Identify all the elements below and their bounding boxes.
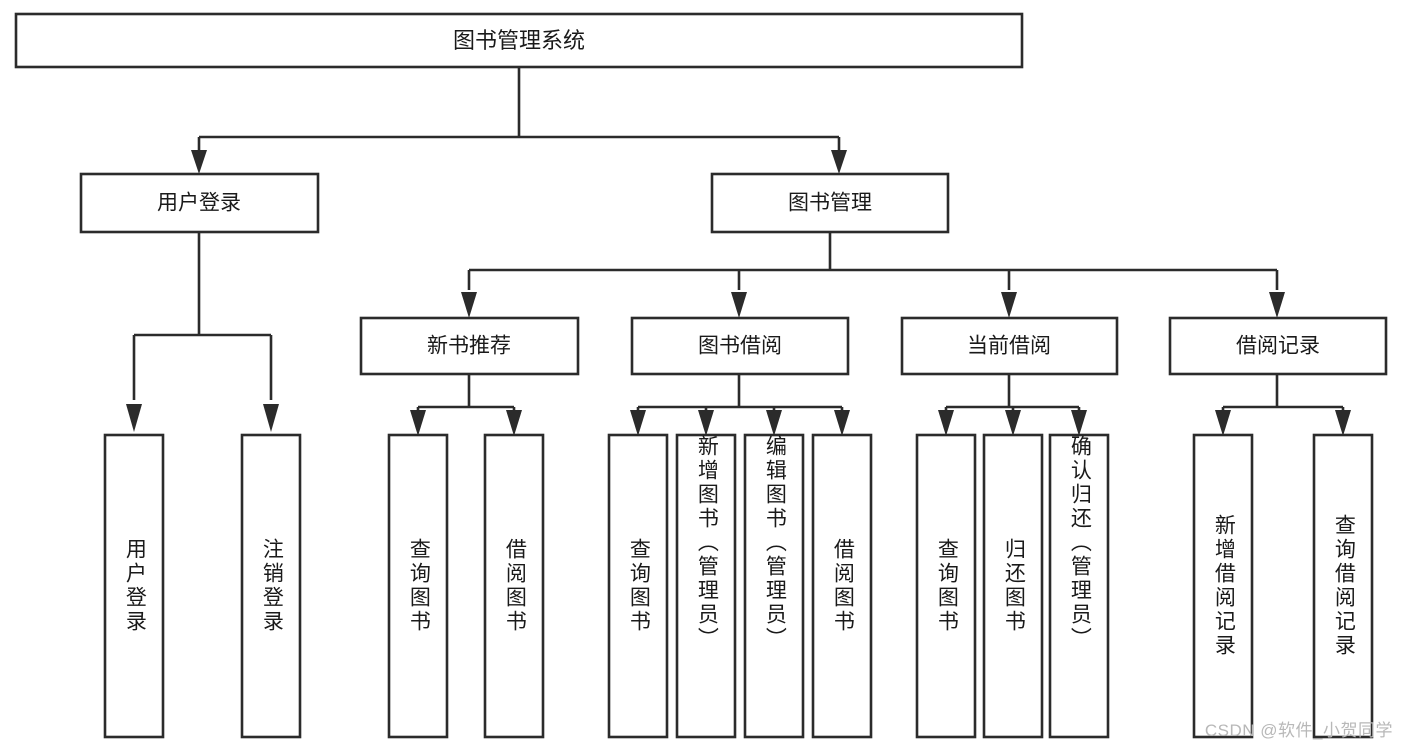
node-borrow-record[interactable]: 借阅记录 [1168,316,1388,376]
arrowhead-leaf-user-login-1 [263,404,279,432]
node-book-borrow-box[interactable] [630,316,850,376]
connector-new-book-trunk [416,374,516,414]
node-current-borrow-label: 当前借阅 [967,335,1051,358]
node-new-book-recommend[interactable]: 新书推荐 [359,316,580,376]
node-user-login[interactable]: 用户登录 [79,172,320,234]
arrowhead-leaf-current-borrow-2 [1071,410,1087,436]
connector-current-borrow-trunk [944,374,1081,414]
node-borrow-record-box[interactable] [1168,316,1388,376]
node-borrow-record-label: 借阅记录 [1236,335,1320,358]
csdn-watermark: CSDN @软件_小贺同学 [1204,721,1393,740]
leaf-box-current-borrow-2[interactable] [1048,433,1110,739]
connector-root-trunk [197,67,841,162]
connector-borrow-record-trunk [1221,374,1345,414]
arrowhead-leaf-current-borrow-0 [938,410,954,436]
leaf-box-book-borrow-2[interactable] [743,433,805,739]
node-current-borrow-box[interactable] [900,316,1119,376]
leaf-box-new-book-1[interactable] [483,433,545,739]
arrowhead-leaf-new-book-0 [410,410,426,436]
leaf-box-new-book-0[interactable] [387,433,449,739]
arrowhead-leaf-current-borrow-1 [1005,410,1021,436]
arrowhead-leaf-borrow-record-0 [1215,410,1231,436]
arrowhead-leaf-book-borrow-2 [766,410,782,436]
node-new-book-recommend-box[interactable] [359,316,580,376]
arrowhead-to-book-manage [831,150,847,174]
leaf-box-book-borrow-3[interactable] [811,433,873,739]
arrowhead-leaf-book-borrow-1 [698,410,714,436]
connector-book-borrow-trunk [636,374,844,414]
leaf-box-user-login-0[interactable] [103,433,165,739]
arrowhead-leaf-borrow-record-1 [1335,410,1351,436]
arrowhead-to-current-borrow [1001,292,1017,318]
connector-layer [126,67,1351,436]
arrowhead-to-new-book [461,292,477,318]
leaf-box-user-login-1[interactable] [240,433,302,739]
arrowhead-leaf-new-book-1 [506,410,522,436]
node-book-borrow[interactable]: 图书借阅 [630,316,850,376]
node-book-manage[interactable]: 图书管理 [710,172,950,234]
connector-book-manage-trunk [467,232,1279,290]
node-root[interactable]: 图书管理系统 [14,12,1024,69]
arrowhead-to-borrow-record [1269,292,1285,318]
arrowhead-leaf-book-borrow-0 [630,410,646,436]
leaf-box-book-borrow-0[interactable] [607,433,669,739]
node-book-manage-box[interactable] [710,172,950,234]
connector-user-login-trunk [132,232,273,400]
node-root-label: 图书管理系统 [453,28,585,53]
leaf-box-book-borrow-1[interactable] [675,433,737,739]
arrowhead-to-book-borrow [731,292,747,318]
leaf-box-borrow-record-0[interactable] [1192,433,1254,739]
node-root-box[interactable] [14,12,1024,69]
node-current-borrow[interactable]: 当前借阅 [900,316,1119,376]
arrowhead-leaf-book-borrow-3 [834,410,850,436]
leaf-box-current-borrow-1[interactable] [982,433,1044,739]
leaf-box-current-borrow-0[interactable] [915,433,977,739]
node-user-login-label: 用户登录 [157,192,241,215]
node-book-manage-label: 图书管理 [788,192,872,215]
node-user-login-box[interactable] [79,172,320,234]
arrowhead-leaf-user-login-0 [126,404,142,432]
leaf-box-borrow-record-1[interactable] [1312,433,1374,739]
node-book-borrow-label: 图书借阅 [698,335,782,358]
node-new-book-recommend-label: 新书推荐 [427,335,511,358]
arrowhead-to-user-login [191,150,207,174]
